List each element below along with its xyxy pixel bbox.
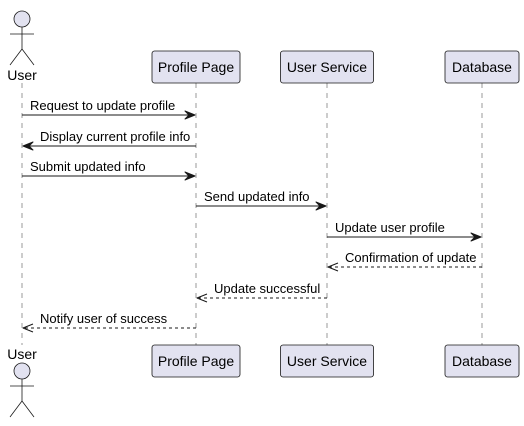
arrowhead-filled — [470, 232, 482, 242]
participant-label: User Service — [287, 59, 367, 75]
participant-service-top: User Service — [280, 50, 374, 84]
message-7: Update successful — [196, 281, 327, 303]
message-2: Display current profile info — [22, 129, 196, 151]
message-1: Request to update profile — [22, 98, 196, 120]
participant-box — [280, 50, 374, 84]
participant-db-top: Database — [444, 50, 520, 84]
message-label: Request to update profile — [30, 98, 175, 113]
actor-label: User — [7, 346, 37, 362]
message-label: Display current profile info — [40, 129, 190, 144]
participant-box — [444, 50, 520, 84]
arrowhead-filled — [315, 201, 327, 211]
message-label: Submit updated info — [30, 159, 146, 174]
participant-box — [280, 344, 374, 378]
arrowhead-filled — [22, 141, 34, 151]
participant-label: Profile Page — [158, 59, 234, 75]
participant-label: Database — [452, 353, 512, 369]
message-8: Notify user of success — [22, 311, 196, 333]
actor-head — [13, 362, 31, 380]
participant-box — [151, 344, 241, 378]
message-6: Confirmation of update — [327, 250, 482, 272]
participant-heads-bottom: User Profile Page User Service Database — [7, 344, 520, 418]
arrowhead-filled — [184, 110, 196, 120]
participant-label: User Service — [287, 353, 367, 369]
participant-box — [151, 50, 241, 84]
message-label: Notify user of success — [40, 311, 168, 326]
message-label: Send updated info — [204, 189, 310, 204]
message-4: Send updated info — [196, 189, 327, 211]
actor-leg-left — [9, 48, 23, 66]
participant-service-bottom: User Service — [280, 344, 374, 378]
actor-head — [13, 10, 31, 28]
message-3: Submit updated info — [22, 159, 196, 181]
participant-profile-top: Profile Page — [151, 50, 241, 84]
message-label: Update user profile — [335, 220, 445, 235]
message-label: Confirmation of update — [345, 250, 477, 265]
participant-box — [444, 344, 520, 378]
actor-user-top: User — [7, 10, 37, 83]
participant-db-bottom: Database — [444, 344, 520, 378]
actor-label: User — [7, 67, 37, 83]
arrowhead-filled — [184, 171, 196, 181]
lifelines — [21, 83, 483, 345]
arrowhead-open — [196, 293, 208, 303]
message-5: Update user profile — [327, 220, 482, 242]
arrowhead-open — [22, 323, 34, 333]
message-label: Update successful — [214, 281, 320, 296]
actor-leg-right — [21, 400, 35, 418]
participant-profile-bottom: Profile Page — [151, 344, 241, 378]
actor-user-bottom: User — [7, 346, 37, 418]
participant-heads-top: User Profile Page User Service Database — [7, 10, 520, 84]
participant-label: Profile Page — [158, 353, 234, 369]
participant-label: Database — [452, 59, 512, 75]
actor-leg-right — [21, 48, 35, 66]
actor-leg-left — [9, 400, 23, 418]
arrowhead-open — [327, 262, 339, 272]
